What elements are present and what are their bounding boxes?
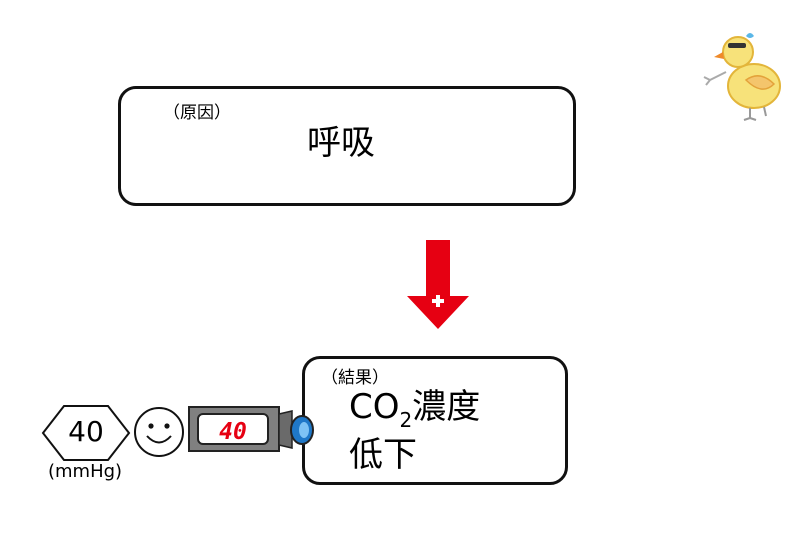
- concentration-text: 濃度: [412, 387, 481, 427]
- smiley-face-icon: [134, 407, 184, 457]
- co-text: CO: [349, 387, 400, 427]
- diamond-value: 40: [68, 415, 104, 448]
- cause-text: 呼吸: [307, 123, 375, 163]
- chick-mascot-icon: [703, 33, 781, 121]
- result-text: CO2濃度 低下: [349, 383, 480, 479]
- sensor-display: 40: [219, 419, 247, 445]
- co-subscript: 2: [399, 408, 413, 432]
- cause-tag: （原因）: [163, 103, 231, 123]
- down-arrow: [407, 240, 469, 329]
- result-tag: （結果）: [321, 368, 389, 388]
- result-line-1: CO2濃度: [349, 383, 480, 431]
- value-diamond: [41, 405, 131, 461]
- plus-sign-icon: [432, 295, 444, 307]
- result-box: （結果） CO2濃度 低下: [302, 356, 568, 485]
- result-line-2: 低下: [349, 435, 417, 475]
- unit-label: (mmHg): [48, 461, 123, 482]
- cause-box: （原因） 呼吸: [118, 86, 576, 206]
- co2-sensor-icon: 40: [188, 406, 314, 452]
